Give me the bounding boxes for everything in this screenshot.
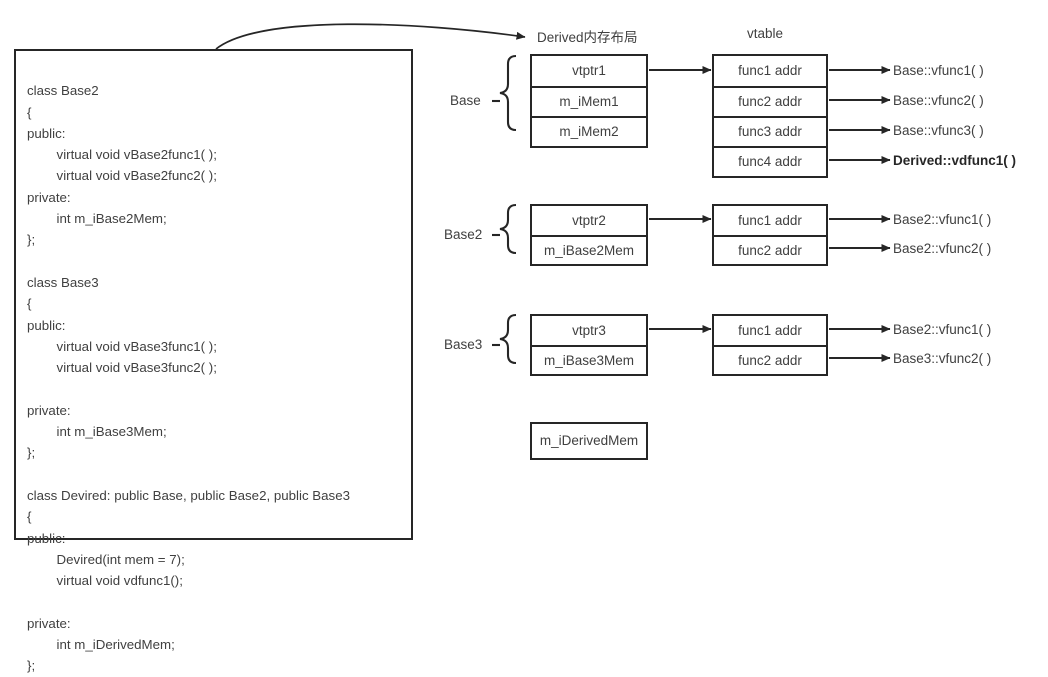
vtable-cell: func3 addr: [714, 116, 826, 146]
vtable-cell: func2 addr: [714, 235, 826, 264]
brace-base: [499, 54, 517, 132]
memory-layout-title: Derived内存布局: [537, 30, 638, 45]
memory-cell: vtptr2: [572, 212, 606, 228]
function-label: Base3::vfunc2( ): [893, 351, 992, 366]
class-definition-code: class Base2 { public: virtual void vBase…: [27, 83, 350, 674]
memory-cell: vtptr1: [572, 63, 606, 79]
function-label: Base::vfunc1( ): [893, 63, 984, 78]
vtable-cell: func1 addr: [738, 322, 802, 338]
memory-layout-base: vtptr1 m_iMem1 m_iMem2: [530, 54, 648, 148]
vtable-cell: func2 addr: [714, 345, 826, 374]
vtable-cell: func4 addr: [714, 146, 826, 176]
group-label-base: Base: [450, 93, 481, 108]
memory-cell: m_iDerivedMem: [539, 433, 639, 449]
memory-cell: m_iBase2Mem: [532, 235, 646, 264]
function-label-overridden: Derived::vdfunc1( ): [893, 153, 1017, 168]
memory-layout-base2: vtptr2 m_iBase2Mem: [530, 204, 648, 266]
code-block-panel: class Base2 { public: virtual void vBase…: [14, 49, 413, 673]
memory-cell: vtptr3: [572, 322, 606, 338]
vtable-cell: func2 addr: [714, 86, 826, 116]
memory-layout-base3: vtptr3 m_iBase3Mem: [530, 314, 648, 376]
memory-cell: m_iMem2: [532, 116, 646, 146]
memory-cell: m_iBase3Mem: [532, 345, 646, 374]
vtable-base2: func1 addr func2 addr: [712, 204, 828, 266]
vtable-title: vtable: [747, 26, 784, 41]
brace-base3: [499, 313, 517, 365]
callout-curve-arrow: [215, 23, 526, 50]
group-label-base2: Base2: [444, 227, 483, 242]
vtable-base: func1 addr func2 addr func3 addr func4 a…: [712, 54, 828, 178]
group-label-base3: Base3: [444, 337, 483, 352]
diagram-canvas: class Base2 { public: virtual void vBase…: [14, 23, 1017, 673]
function-label: Base2::vfunc1( ): [893, 212, 992, 227]
function-label: Base2::vfunc2( ): [893, 241, 992, 256]
vtable-cell: func1 addr: [738, 212, 802, 228]
function-label: Base::vfunc2( ): [893, 93, 984, 108]
brace-base2: [499, 203, 517, 255]
memory-cell: m_iMem1: [532, 86, 646, 116]
vtable-base3: func1 addr func2 addr: [712, 314, 828, 376]
function-label: Base2::vfunc1( ): [893, 322, 992, 337]
vtable-cell: func1 addr: [738, 63, 802, 79]
memory-layout-derived-member: m_iDerivedMem: [530, 422, 648, 460]
function-label: Base::vfunc3( ): [893, 123, 984, 138]
